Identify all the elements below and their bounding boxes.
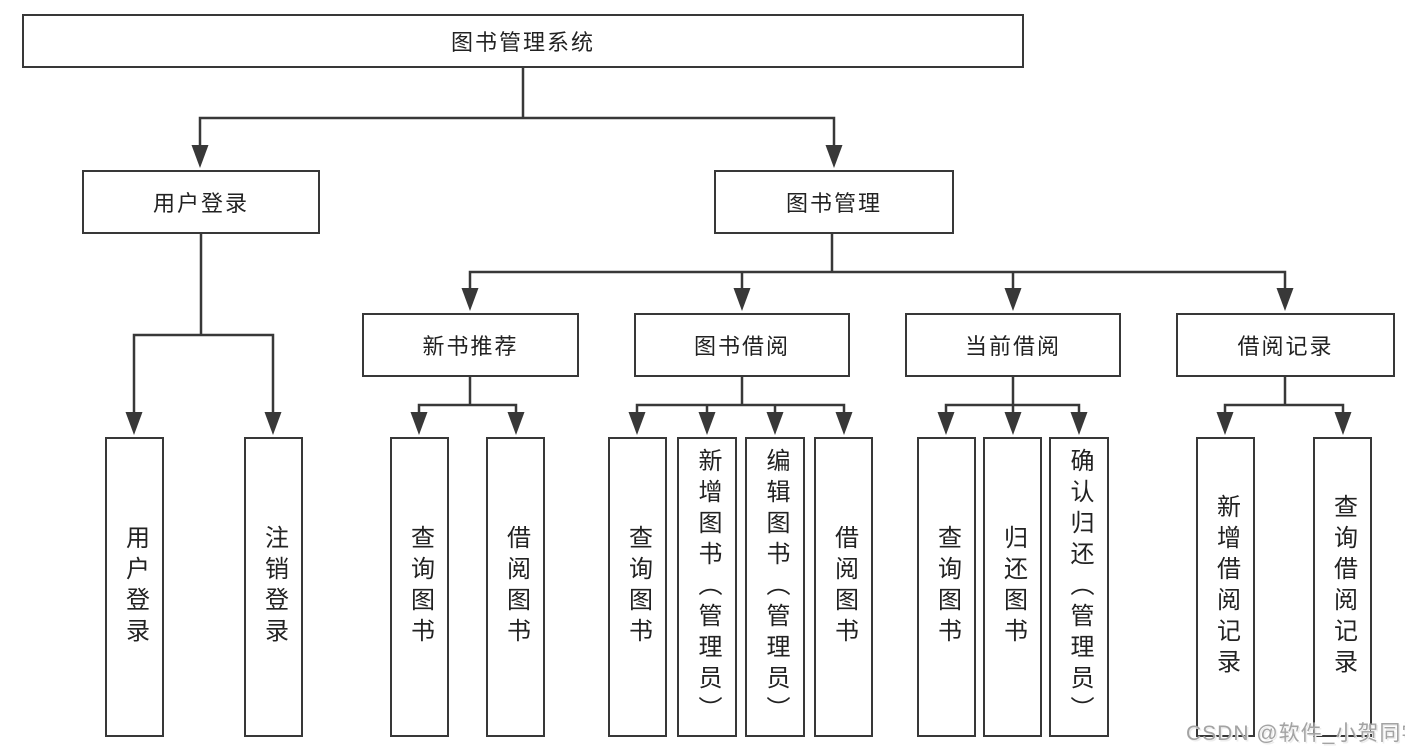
csdn-watermark: CSDN @软件_小贺同学	[1186, 722, 1405, 745]
leaf-label: 查询图书	[406, 525, 434, 649]
node-label: 借阅记录	[1237, 334, 1334, 359]
arrow-down-icon	[1004, 412, 1022, 435]
connector-new-book-to-leaves	[417, 375, 518, 419]
arrow-down-icon	[507, 412, 525, 435]
arrow-down-icon	[1276, 288, 1294, 311]
arrow-down-icon	[1216, 412, 1234, 435]
node-current-borrowing: 当前借阅	[905, 313, 1121, 377]
connector-current-borrow-to-leaves	[944, 375, 1081, 419]
leaf-borrow-books-recommend: 借阅图书	[486, 437, 545, 737]
leaf-user-login: 用户登录	[105, 437, 164, 737]
arrow-down-icon	[733, 288, 751, 311]
node-user-login-branch: 用户登录	[82, 170, 320, 234]
node-borrowing-records: 借阅记录	[1176, 313, 1395, 377]
connector-book-mgmt-to-sections	[468, 232, 1287, 295]
leaf-borrow-books: 借阅图书	[814, 437, 873, 737]
arrow-down-icon	[766, 412, 784, 435]
leaf-label: 借阅图书	[830, 525, 858, 649]
leaf-label: 确认归还（管理员）	[1066, 447, 1093, 727]
node-label: 新书推荐	[422, 334, 519, 359]
arrow-down-icon	[835, 412, 853, 435]
node-label: 图书管理系统	[450, 30, 595, 55]
arrow-down-icon	[191, 145, 209, 168]
arrow-down-icon	[937, 412, 955, 435]
node-new-book-recommendation: 新书推荐	[362, 313, 579, 377]
leaf-return-book: 归还图书	[983, 437, 1042, 737]
leaf-query-borrow-record: 查询借阅记录	[1313, 437, 1372, 737]
leaf-add-book-admin: 新增图书（管理员）	[677, 437, 737, 737]
leaf-query-books-borrow: 查询图书	[608, 437, 667, 737]
arrow-down-icon	[1004, 288, 1022, 311]
node-root-library-system: 图书管理系统	[22, 14, 1024, 68]
arrow-down-icon	[1070, 412, 1088, 435]
connector-user-login-to-leaves	[132, 232, 275, 419]
leaf-confirm-return-admin: 确认归还（管理员）	[1049, 437, 1109, 737]
leaf-logout: 注销登录	[244, 437, 303, 737]
node-book-management-branch: 图书管理	[714, 170, 954, 234]
leaf-edit-book-admin: 编辑图书（管理员）	[745, 437, 805, 737]
leaf-label: 新增图书（管理员）	[694, 447, 721, 727]
leaf-label: 编辑图书（管理员）	[762, 447, 789, 727]
leaf-query-books-recommend: 查询图书	[390, 437, 449, 737]
arrow-down-icon	[698, 412, 716, 435]
arrow-down-icon	[264, 412, 282, 435]
leaf-label: 查询图书	[933, 525, 961, 649]
leaf-add-borrow-record: 新增借阅记录	[1196, 437, 1255, 737]
leaf-label: 新增借阅记录	[1212, 494, 1240, 680]
arrow-down-icon	[125, 412, 143, 435]
arrow-down-icon	[461, 288, 479, 311]
node-label: 当前借阅	[964, 334, 1061, 359]
arrow-down-icon	[1334, 412, 1352, 435]
arrow-down-icon	[825, 145, 843, 168]
leaf-label: 查询图书	[624, 525, 652, 649]
arrow-down-icon	[628, 412, 646, 435]
leaf-query-books-current: 查询图书	[917, 437, 976, 737]
node-label: 图书借阅	[693, 334, 790, 359]
leaf-label: 借阅图书	[502, 525, 530, 649]
leaf-label: 查询借阅记录	[1329, 494, 1357, 680]
connector-root-to-level2	[198, 66, 836, 152]
leaf-label: 注销登录	[260, 525, 288, 649]
leaf-label: 用户登录	[121, 525, 149, 649]
connector-records-to-leaves	[1223, 375, 1345, 419]
node-label: 用户登录	[152, 191, 249, 216]
arrow-down-icon	[410, 412, 428, 435]
connector-book-borrow-to-leaves	[635, 375, 846, 419]
node-book-borrowing: 图书借阅	[634, 313, 850, 377]
node-label: 图书管理	[785, 191, 882, 216]
leaf-label: 归还图书	[999, 525, 1027, 649]
